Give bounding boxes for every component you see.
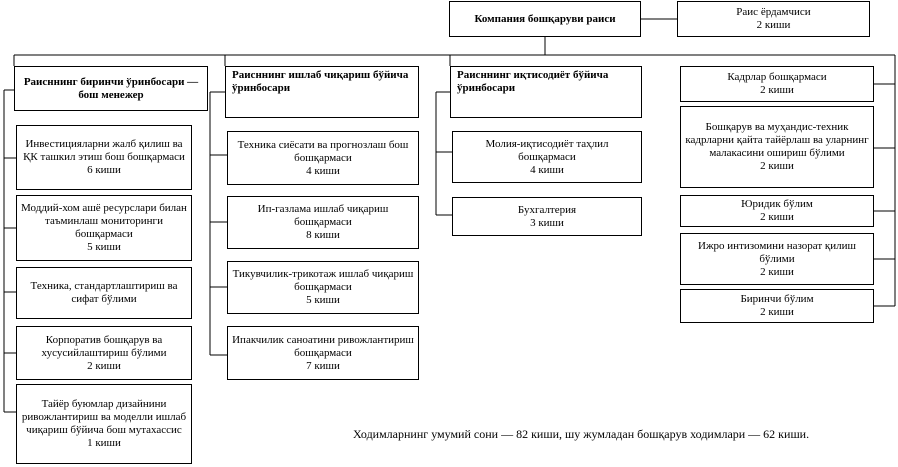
- unit-count: 2 киши: [760, 306, 794, 318]
- col1-head: Раисннинг биринчи ўринбосари — бош менеж…: [14, 66, 208, 111]
- col2-unit-1: Техника сиёсати ва прогнозлаш бош бошқар…: [227, 131, 419, 185]
- col2-unit-4: Ипакчилик саноатини ривожлантириш бошқар…: [227, 326, 419, 380]
- col1-unit-2: Моддий-хом ашё ресурслари билан таъминла…: [16, 195, 192, 261]
- unit-title: Ип-газлама ишлаб чиқариш бошқармаси: [257, 203, 389, 228]
- col1-unit-5: Тайёр буюмлар дизайнини ривожлантириш ва…: [16, 384, 192, 464]
- col3-unit-2: Бухгалтерия 3 киши: [452, 197, 642, 236]
- unit-title: Моддий-хом ашё ресурслари билан таъминла…: [21, 202, 187, 240]
- assistant-box: Раис ёрдамчиси 2 киши: [677, 1, 870, 37]
- unit-count: 2 киши: [87, 359, 121, 372]
- col4-unit-1: Кадрлар бошқармаси 2 киши: [680, 66, 874, 102]
- unit-count: 6 киши: [87, 164, 121, 176]
- unit-count: 2 киши: [760, 265, 794, 278]
- unit-title: Техника, стандартлаштириш ва сифат бўлим…: [30, 280, 178, 305]
- col2-unit-3: Тикувчилик-трикотаж ишлаб чиқариш бошқар…: [227, 261, 419, 314]
- col1-unit-4: Корпоратив бошқарув ва хусусийлаштириш б…: [16, 326, 192, 380]
- staff-total-note: Ходимларнинг умумий сони — 82 киши, шу ж…: [353, 427, 810, 441]
- col1-unit-3: Техника, стандартлаштириш ва сифат бўлим…: [16, 267, 192, 319]
- unit-title: Ипакчилик саноатини ривожлантириш бошқар…: [232, 333, 414, 359]
- col4-unit-2: Бошқарув ва муҳандис-техник кадрларни қа…: [680, 106, 874, 188]
- unit-title: Юридик бўлим: [741, 198, 813, 210]
- unit-count: 2 киши: [760, 160, 794, 172]
- col3-unit-1: Молия-иқтисодиёт таҳлил бошқармаси 4 киш…: [452, 131, 642, 183]
- unit-count: 2 киши: [760, 84, 794, 96]
- assistant-count: 2 киши: [756, 19, 791, 31]
- col1-unit-1: Инвестицияларни жалб қилиш ва ҚК ташкил …: [16, 125, 192, 190]
- unit-count: 8 киши: [306, 229, 340, 241]
- unit-title: Ижро интизомини назорат қилиш бўлими: [698, 239, 856, 265]
- assistant-title: Раис ёрдамчиси: [736, 6, 811, 18]
- unit-title: Тайёр буюмлар дизайнини ривожлантириш ва…: [21, 398, 187, 436]
- unit-title: Бухгалтерия: [517, 203, 577, 216]
- unit-title: Молия-иқтисодиёт таҳлил бошқармаси: [485, 137, 609, 163]
- unit-count: 4 киши: [306, 164, 340, 177]
- col4-unit-3: Юридик бўлим 2 киши: [680, 195, 874, 227]
- unit-title: Кадрлар бошқармаси: [727, 71, 827, 83]
- unit-count: 2 киши: [760, 211, 794, 223]
- col2-head-title: Раисннинг ишлаб чиқариш бўйича ўринбосар…: [232, 69, 409, 94]
- col3-head-title: Раисннинг иқтисодиёт бўйича ўринбосари: [457, 69, 609, 94]
- unit-count: 4 киши: [530, 163, 564, 176]
- unit-count: 5 киши: [87, 241, 121, 253]
- unit-count: 7 киши: [306, 359, 340, 372]
- col2-head: Раисннинг ишлаб чиқариш бўйича ўринбосар…: [225, 66, 419, 118]
- unit-title: Бошқарув ва муҳандис-техник кадрларни қа…: [685, 121, 869, 159]
- col4-unit-5: Биринчи бўлим 2 киши: [680, 289, 874, 323]
- col2-unit-2: Ип-газлама ишлаб чиқариш бошқармаси 8 ки…: [227, 196, 419, 249]
- col4-unit-4: Ижро интизомини назорат қилиш бўлими 2 к…: [680, 233, 874, 285]
- ceo-title: Компания бошқаруви раиси: [474, 12, 616, 25]
- ceo-box: Компания бошқаруви раиси: [449, 1, 641, 37]
- unit-title: Инвестицияларни жалб қилиш ва ҚК ташкил …: [23, 138, 185, 163]
- unit-count: 1 киши: [87, 437, 121, 449]
- unit-count: 3 киши: [530, 216, 564, 229]
- col1-head-title: Раисннинг биринчи ўринбосари — бош менеж…: [23, 75, 199, 101]
- col3-head: Раисннинг иқтисодиёт бўйича ўринбосари: [450, 66, 642, 118]
- unit-title: Корпоратив бошқарув ва хусусийлаштириш б…: [41, 333, 167, 359]
- unit-title: Техника сиёсати ва прогнозлаш бош бошқар…: [237, 138, 409, 164]
- unit-title: Тикувчилик-трикотаж ишлаб чиқариш бошқар…: [232, 268, 414, 293]
- unit-count: 5 киши: [306, 294, 340, 306]
- unit-title: Биринчи бўлим: [740, 293, 814, 305]
